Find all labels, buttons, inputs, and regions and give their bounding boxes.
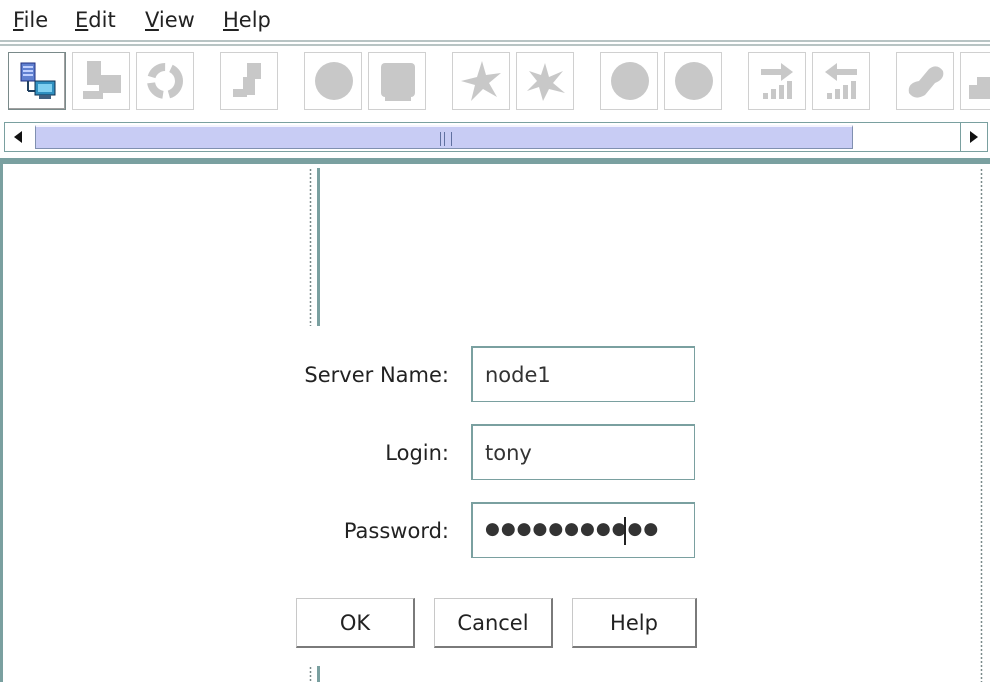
toolbar-button[interactable]	[748, 52, 806, 110]
scroll-left-button[interactable]	[5, 123, 31, 151]
login-label: Login:	[385, 441, 449, 465]
login-input[interactable]	[471, 424, 695, 480]
panel-border	[0, 164, 3, 682]
menu-file[interactable]: File	[13, 8, 49, 32]
computer-disabled-icon	[83, 61, 121, 99]
divider	[0, 44, 990, 46]
toolbar-button[interactable]	[664, 52, 722, 110]
divider	[0, 40, 990, 42]
splitter-dots	[309, 168, 312, 326]
splitter-line	[317, 666, 320, 682]
menu-bar: File Edit View Help	[0, 0, 990, 40]
plug-disabled-icon	[233, 63, 261, 97]
circle-disabled-icon	[611, 62, 649, 100]
toolbar-button[interactable]	[304, 52, 362, 110]
import-chart-disabled-icon	[825, 63, 857, 99]
toolbar-button[interactable]	[896, 52, 954, 110]
grip-icon	[440, 132, 452, 146]
triangle-right-icon	[970, 131, 978, 143]
toolbar-button[interactable]	[368, 52, 426, 110]
scroll-right-button[interactable]	[960, 123, 987, 151]
splat-alt-disabled-icon	[527, 63, 565, 101]
horizontal-scrollbar[interactable]	[4, 122, 988, 152]
menu-edit[interactable]: Edit	[75, 8, 116, 32]
toolbar-button[interactable]	[516, 52, 574, 110]
ok-button[interactable]: OK	[296, 598, 415, 648]
help-button[interactable]: Help	[572, 598, 697, 648]
main-panel	[0, 164, 990, 682]
toolbar-button[interactable]	[452, 52, 510, 110]
toolbar-button[interactable]	[72, 52, 130, 110]
link-disabled-icon	[908, 66, 944, 98]
server-name-input[interactable]	[471, 346, 695, 402]
splitter-dots	[980, 168, 983, 682]
password-masked-value: ●●●●●●●●●●●	[485, 519, 660, 539]
text-caret	[624, 517, 626, 545]
toolbar	[0, 48, 990, 120]
toolbar-button[interactable]	[220, 52, 278, 110]
menu-view[interactable]: View	[145, 8, 195, 32]
export-chart-disabled-icon	[761, 63, 793, 99]
splitter-handle[interactable]	[306, 666, 320, 682]
triangle-left-icon	[14, 131, 22, 143]
menu-help[interactable]: Help	[223, 8, 271, 32]
server-name-label: Server Name:	[304, 363, 449, 387]
refresh-disabled-icon	[147, 63, 183, 99]
network-computers-icon	[20, 62, 56, 99]
toolbar-button-connect[interactable]	[8, 52, 66, 110]
splitter-line	[317, 168, 320, 326]
scroll-thumb[interactable]	[35, 125, 853, 149]
splitter-handle[interactable]	[306, 168, 320, 326]
splat-disabled-icon	[461, 61, 501, 101]
cancel-button[interactable]: Cancel	[434, 598, 553, 648]
divider	[0, 158, 990, 164]
circle-disabled-icon	[675, 62, 713, 100]
partial-disabled-icon	[969, 77, 990, 99]
toolbar-button[interactable]	[600, 52, 658, 110]
toolbar-button[interactable]	[812, 52, 870, 110]
password-input[interactable]: ●●●●●●●●●●●	[471, 502, 695, 558]
circle-disabled-icon	[315, 62, 353, 100]
toolbar-button[interactable]	[960, 52, 990, 110]
password-label: Password:	[343, 519, 449, 543]
toolbar-button[interactable]	[136, 52, 194, 110]
splitter-dots	[309, 666, 312, 682]
scroll-disabled-icon	[381, 63, 415, 101]
